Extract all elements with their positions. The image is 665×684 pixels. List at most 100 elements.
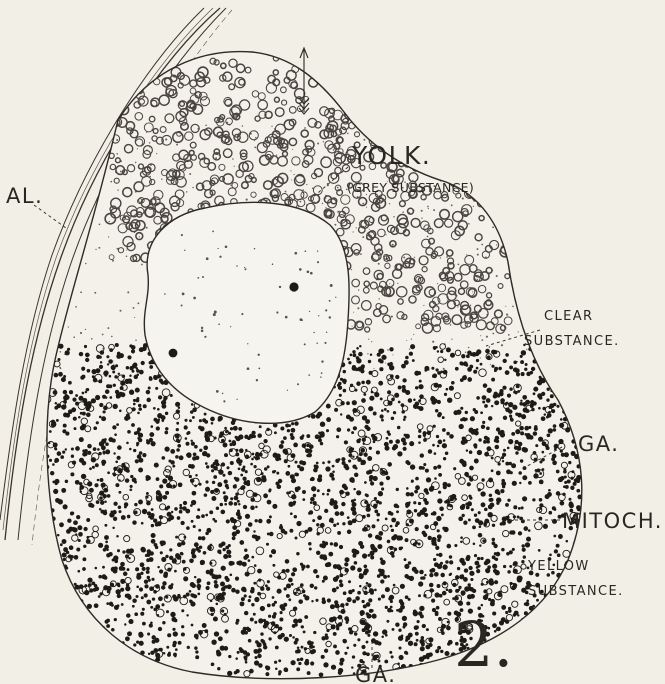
yellow-granule [146, 570, 150, 574]
yellow-granule [152, 597, 155, 600]
yellow-granule [436, 435, 439, 438]
yellow-granule [137, 373, 140, 376]
yellow-granule [473, 408, 476, 411]
chromatin-speck [223, 400, 225, 402]
yellow-granule [340, 603, 344, 607]
yellow-granule [591, 599, 595, 603]
stipple-dot [98, 180, 100, 182]
stipple-dot [347, 133, 349, 135]
chromatin-speck [308, 374, 310, 376]
stipple-dot [165, 138, 167, 140]
yellow-granule [538, 407, 541, 410]
yellow-granule [225, 578, 229, 582]
yellow-granule [308, 512, 311, 515]
yellow-granule [70, 617, 74, 621]
yellow-granule [347, 647, 350, 650]
yellow-granule [435, 649, 439, 653]
yellow-granule [118, 510, 121, 513]
yellow-granule [568, 461, 571, 464]
yellow-granule [332, 465, 335, 468]
yellow-granule [514, 612, 517, 615]
yellow-granule [468, 518, 471, 521]
stipple-dot [205, 124, 207, 126]
yellow-granule [142, 659, 146, 663]
yellow-granule [467, 377, 472, 382]
yellow-granule [285, 424, 289, 428]
yellow-granule [380, 359, 384, 363]
chromatin-speck [287, 390, 288, 391]
yellow-granule [356, 358, 361, 363]
stipple-dot [434, 155, 436, 157]
yellow-granule [335, 650, 340, 655]
yolk-globule [382, 105, 387, 110]
yellow-granule [396, 535, 401, 540]
yellow-granule [325, 633, 328, 636]
stipple-dot [304, 127, 306, 129]
yellow-granule [378, 381, 383, 386]
yellow-granule [405, 460, 409, 464]
yellow-granule [259, 425, 262, 428]
yellow-granule [59, 522, 64, 527]
chromatin-speck [329, 300, 331, 302]
yellow-granule [299, 466, 304, 471]
yellow-granule [354, 561, 358, 565]
yellow-granule [141, 361, 145, 365]
yellow-granule [361, 600, 364, 603]
yellow-granule [52, 480, 55, 483]
yellow-granule [42, 398, 45, 401]
yellow-granule [477, 450, 482, 455]
stipple-dot [402, 211, 404, 213]
yellow-granule [598, 413, 601, 416]
yolk-globule [320, 74, 325, 79]
chromatin-speck [197, 277, 199, 279]
yellow-granule [353, 353, 357, 357]
yolk-globule [416, 77, 423, 84]
yellow-granule [309, 444, 314, 449]
stipple-dot [246, 199, 248, 201]
yellow-granule [557, 553, 561, 557]
yellow-granule [171, 583, 174, 586]
yellow-granule [344, 562, 348, 566]
chromatin-speck [216, 390, 219, 393]
yellow-granule [107, 494, 111, 498]
yellow-granule [167, 512, 172, 517]
yellow-granule [118, 479, 120, 481]
stipple-dot [393, 216, 395, 218]
yellow-granule [370, 353, 372, 355]
stipple-dot [92, 144, 94, 146]
yellow-granule [239, 459, 243, 463]
yellow-granule [130, 485, 133, 488]
yellow-granule [554, 376, 559, 381]
yolk-globule [480, 71, 487, 78]
yellow-granule [251, 588, 255, 592]
yellow-granule [556, 669, 560, 673]
yellow-granule [291, 572, 295, 576]
yellow-granule [279, 444, 284, 449]
yellow-granule [316, 532, 320, 536]
yellow-granule [554, 635, 559, 640]
yellow-granule [82, 461, 87, 466]
yellow-granule [235, 436, 238, 439]
stipple-dot [368, 339, 369, 340]
yellow-granule [554, 623, 558, 627]
stipple-dot [432, 171, 433, 172]
yellow-granule [63, 424, 67, 428]
stipple-dot [525, 132, 527, 134]
yellow-granule [220, 645, 225, 650]
yellow-granule [204, 434, 208, 438]
yellow-granule [243, 505, 247, 509]
yellow-granule [41, 535, 44, 538]
yolk-globule [401, 72, 407, 78]
yellow-granule [515, 635, 520, 640]
yellow-granule [117, 549, 120, 552]
yellow-granule [114, 433, 117, 436]
yellow-granule [125, 636, 130, 641]
stipple-dot [189, 173, 191, 175]
yellow-granule [437, 584, 441, 588]
yellow-granule [99, 592, 102, 595]
yellow-granule [369, 447, 372, 450]
yolk-globule [423, 93, 430, 100]
yellow-granule [343, 639, 347, 643]
yellow-granule [170, 460, 174, 464]
yellow-granule [428, 637, 433, 642]
